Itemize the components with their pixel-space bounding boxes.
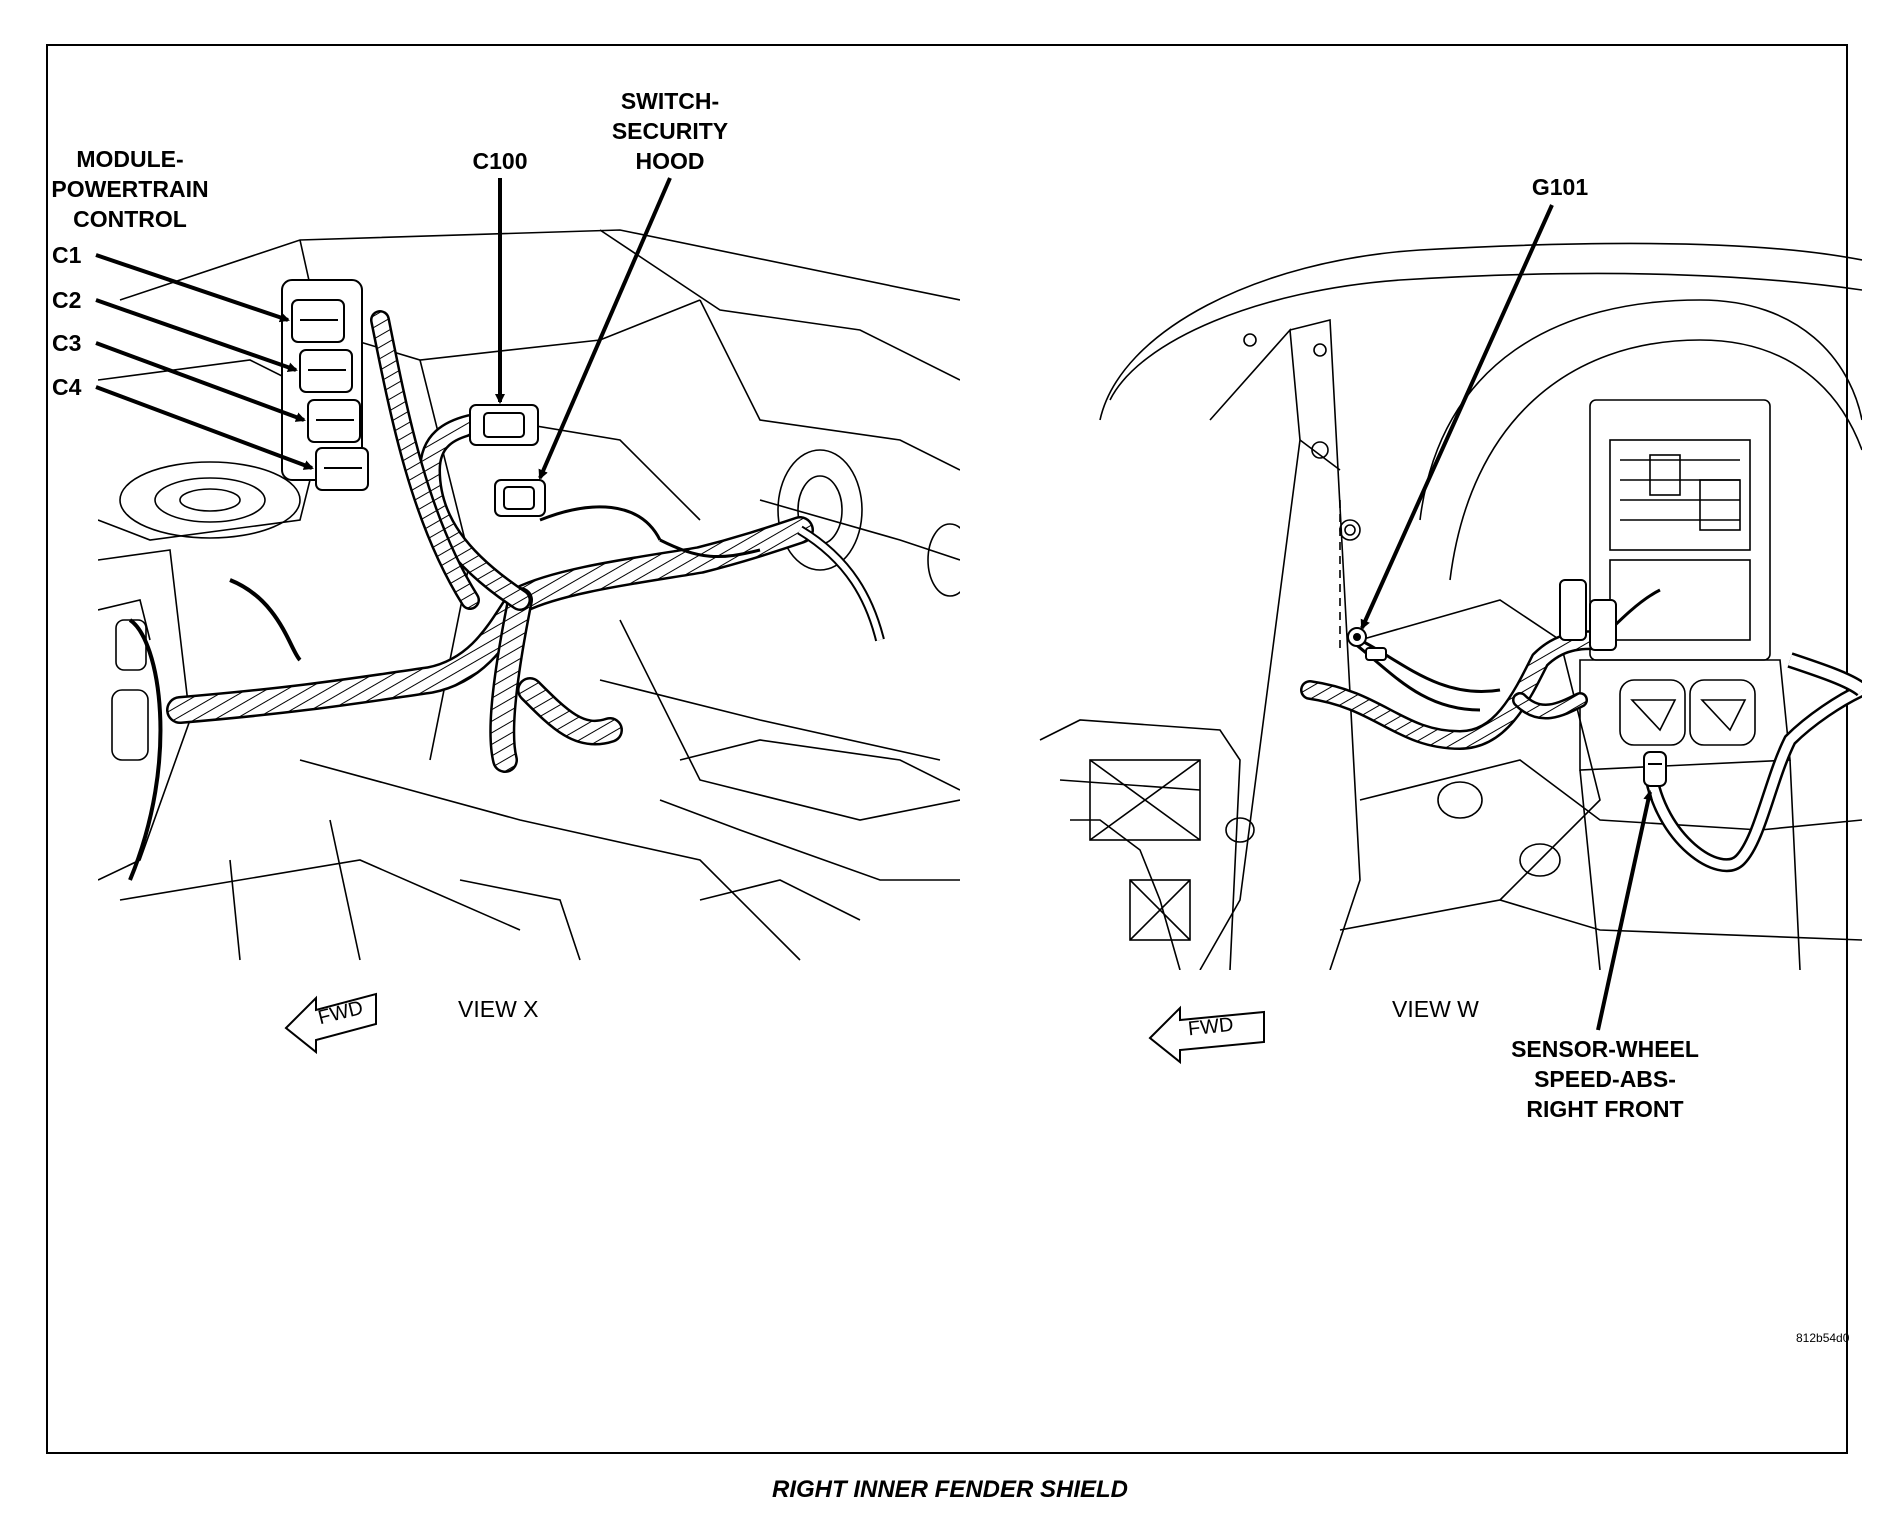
figure-caption: RIGHT INNER FENDER SHIELD	[771, 1476, 1128, 1503]
pcm-module	[281, 279, 369, 491]
pcm-label: MODULE- POWERTRAIN CONTROL	[51, 146, 209, 232]
hood-switch-connector	[494, 479, 546, 517]
view-w-title: VIEW W	[1392, 996, 1479, 1022]
leaders-view-x	[95, 177, 672, 480]
diagram-frame	[46, 44, 1848, 1454]
c3-label: C3	[52, 330, 82, 356]
c1-label: C1	[52, 242, 82, 268]
harness-view-x	[128, 310, 885, 881]
hood-switch-label: SWITCH- SECURITY HOOD	[611, 88, 729, 174]
fwd-label: FWD	[1186, 1013, 1235, 1041]
g101-ground	[1347, 627, 1387, 661]
figure-code: 812b54d0	[1796, 1331, 1850, 1345]
pdc-connector	[1559, 579, 1617, 651]
fwd-arrow-icon	[284, 992, 377, 1055]
abs-sensor	[1643, 751, 1667, 787]
c100-label: C100	[472, 148, 528, 174]
c2-label: C2	[52, 287, 82, 313]
view-x-title: VIEW X	[458, 996, 539, 1022]
view-w-illustration	[1039, 242, 1862, 970]
harness-view-w	[1300, 588, 1862, 872]
fwd-arrow-icon	[1148, 1005, 1265, 1065]
abs-sensor-label: SENSOR-WHEEL SPEED-ABS- RIGHT FRONT	[1511, 1036, 1699, 1122]
g101-label: G101	[1531, 174, 1589, 200]
c4-label: C4	[52, 374, 82, 400]
c100-connector	[469, 404, 539, 446]
leaders-view-w	[1360, 204, 1654, 1031]
